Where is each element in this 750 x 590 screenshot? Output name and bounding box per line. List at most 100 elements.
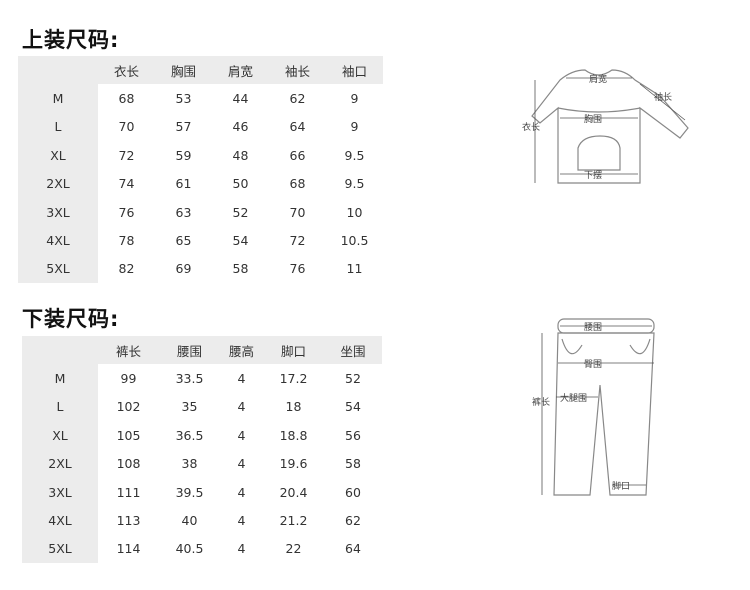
- size-value-cell: 22: [263, 534, 324, 564]
- size-label: 4XL: [22, 506, 98, 535]
- size-value-cell: 10: [326, 197, 383, 227]
- size-value-cell: 18: [263, 392, 324, 422]
- size-label: M: [18, 84, 98, 113]
- size-value-cell: 4: [220, 392, 263, 422]
- size-value-cell: 44: [212, 84, 269, 113]
- size-value-cell: 56: [324, 421, 382, 450]
- diagram-label-length: 衣长: [522, 121, 540, 133]
- bottom-garment-diagram: 腰围 臀围 裤长 大腿围 脚口: [532, 318, 655, 496]
- measure-lines: [541, 325, 654, 495]
- size-value-cell: 10.5: [326, 226, 383, 255]
- size-value-cell: 53: [155, 84, 212, 113]
- size-value-cell: 19.6: [263, 449, 324, 478]
- diagram-label-length: 裤长: [532, 396, 550, 408]
- size-value-cell: 72: [269, 226, 326, 255]
- size-value-cell: 21.2: [263, 506, 324, 535]
- size-value-cell: 76: [98, 197, 155, 227]
- size-value-cell: 39.5: [159, 477, 220, 507]
- size-value-cell: 68: [98, 84, 155, 113]
- size-value-cell: 102: [98, 392, 159, 422]
- header-cell: 衣长: [98, 56, 155, 85]
- size-value-cell: 40: [159, 506, 220, 535]
- header-cell: 肩宽: [212, 56, 269, 85]
- size-value-cell: 69: [155, 254, 212, 284]
- size-value-cell: 60: [324, 477, 382, 507]
- size-value-cell: 62: [269, 84, 326, 113]
- size-label: 4XL: [18, 226, 98, 255]
- size-value-cell: 33.5: [159, 364, 220, 393]
- diagram-label-waist: 腰围: [584, 322, 602, 333]
- size-value-cell: 4: [220, 477, 263, 507]
- table-header-row: 裤长 腰围 腰高 脚口 坐围: [22, 336, 382, 365]
- size-value-cell: 9.5: [326, 169, 383, 198]
- size-value-cell: 105: [98, 421, 159, 450]
- header-cell: 胸围: [155, 56, 212, 85]
- size-value-cell: 82: [98, 254, 155, 284]
- size-value-cell: 52: [212, 197, 269, 227]
- size-value-cell: 99: [98, 364, 159, 393]
- top-garment-diagram: 肩宽 袖长 衣长 胸围 下摆: [522, 69, 689, 184]
- size-value-cell: 70: [269, 197, 326, 227]
- size-value-cell: 50: [212, 169, 269, 198]
- size-label: 3XL: [22, 477, 98, 507]
- size-value-cell: 61: [155, 169, 212, 198]
- header-cell: 腰围: [159, 336, 220, 365]
- size-value-cell: 17.2: [263, 364, 324, 393]
- size-label: 2XL: [18, 169, 98, 198]
- size-value-cell: 74: [98, 169, 155, 198]
- size-value-cell: 62: [324, 506, 382, 535]
- size-label: XL: [18, 141, 98, 170]
- diagram-label-hem: 下摆: [584, 169, 602, 181]
- size-label: XL: [22, 421, 98, 450]
- size-label: 5XL: [18, 254, 98, 284]
- header-cell: 坐围: [324, 336, 382, 365]
- header-cell: 裤长: [98, 336, 159, 365]
- size-value-cell: 9: [326, 112, 383, 142]
- size-value-cell: 52: [324, 364, 382, 393]
- diagram-label-leg-opening: 脚口: [612, 481, 630, 492]
- size-value-cell: 111: [98, 477, 159, 507]
- size-value-cell: 18.8: [263, 421, 324, 450]
- size-value-cell: 76: [269, 254, 326, 284]
- size-value-cell: 9: [326, 84, 383, 113]
- top-size-title: 上装尺码:: [22, 28, 120, 52]
- corner-cell: [18, 56, 98, 85]
- size-value-cell: 70: [98, 112, 155, 142]
- header-cell: 袖长: [269, 56, 326, 85]
- size-value-cell: 66: [269, 141, 326, 170]
- bottom-size-title: 下装尺码:: [22, 307, 120, 331]
- size-value-cell: 108: [98, 449, 159, 478]
- diagram-label-chest: 胸围: [584, 113, 602, 125]
- size-value-cell: 48: [212, 141, 269, 170]
- corner-cell: [22, 336, 98, 365]
- diagram-label-thigh: 大腿围: [560, 392, 587, 404]
- diagram-label-sleeve: 袖长: [654, 91, 672, 103]
- size-label: L: [22, 392, 98, 422]
- size-value-cell: 114: [98, 534, 159, 564]
- size-value-cell: 35: [159, 392, 220, 422]
- size-value-cell: 36.5: [159, 421, 220, 450]
- size-value-cell: 58: [212, 254, 269, 284]
- size-label: 5XL: [22, 534, 98, 564]
- size-value-cell: 11: [326, 254, 383, 284]
- header-cell: 袖口: [326, 56, 383, 85]
- size-value-cell: 65: [155, 226, 212, 255]
- size-value-cell: 59: [155, 141, 212, 170]
- hoodie-outline: [531, 69, 689, 184]
- size-value-cell: 72: [98, 141, 155, 170]
- size-value-cell: 4: [220, 364, 263, 393]
